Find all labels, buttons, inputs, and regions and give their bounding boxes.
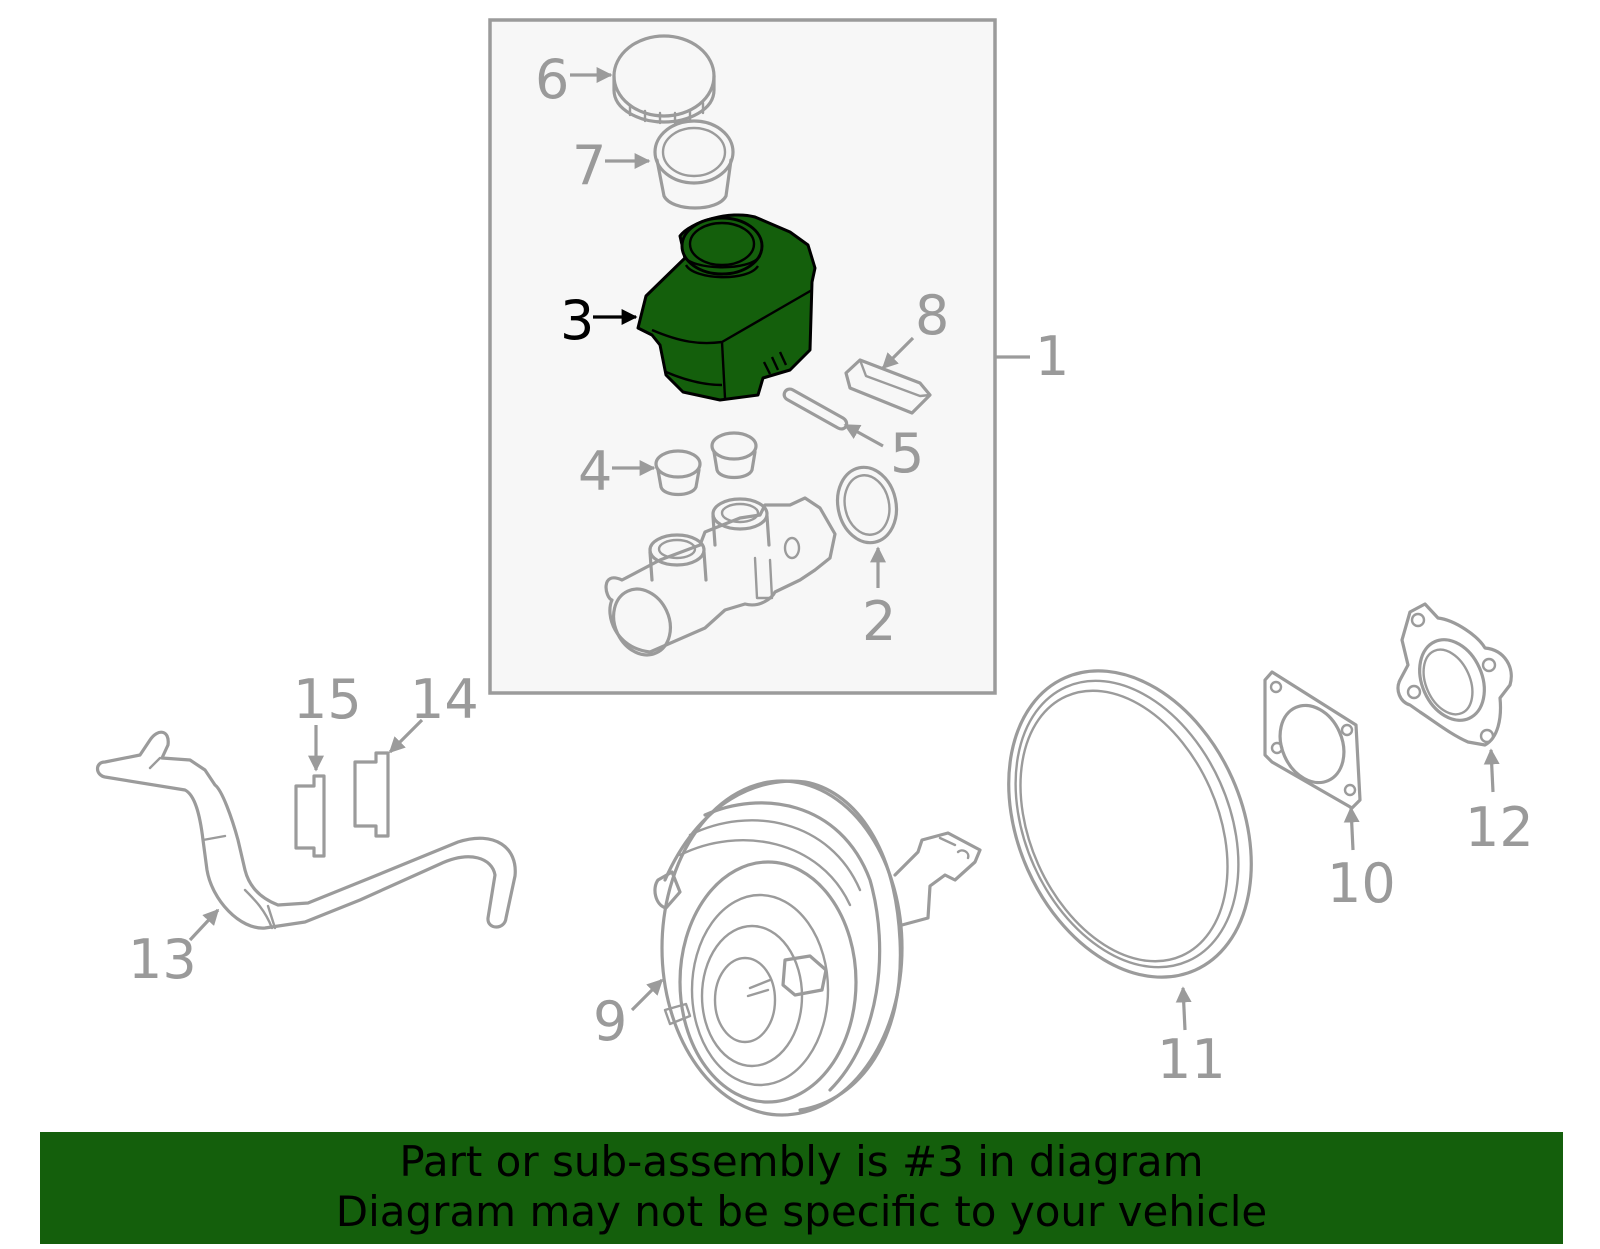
part-11-booster-gasket[interactable] bbox=[963, 632, 1298, 1015]
part-label-1: 1 bbox=[1035, 325, 1069, 388]
label-11-arrow bbox=[1175, 986, 1192, 1031]
part-label-5: 5 bbox=[890, 422, 924, 485]
part-15-clip[interactable] bbox=[294, 774, 326, 858]
part-3-brake-fluid-reservoir[interactable] bbox=[636, 213, 817, 402]
part-12-spacer[interactable] bbox=[1396, 602, 1513, 747]
part-label-9: 9 bbox=[593, 990, 627, 1053]
label-8-arrow bbox=[881, 336, 915, 370]
part-label-6: 6 bbox=[535, 48, 569, 111]
part-label-14: 14 bbox=[410, 668, 479, 731]
part-6-reservoir-cap[interactable] bbox=[612, 34, 716, 125]
label-13-arrow bbox=[188, 908, 220, 942]
part-4-grommet[interactable] bbox=[654, 431, 758, 497]
banner-line-disclaimer: Diagram may not be specific to your vehi… bbox=[335, 1187, 1268, 1236]
part-label-2: 2 bbox=[862, 590, 896, 653]
part-9-brake-booster[interactable] bbox=[653, 779, 982, 1117]
part-label-12: 12 bbox=[1465, 796, 1534, 859]
part-5-pin[interactable] bbox=[782, 387, 849, 431]
part-label-11: 11 bbox=[1157, 1028, 1226, 1091]
part-2-o-ring[interactable] bbox=[831, 462, 904, 548]
part-label-10: 10 bbox=[1327, 852, 1396, 915]
part-label-7: 7 bbox=[572, 134, 606, 197]
label-9-arrow bbox=[630, 978, 664, 1012]
label-10-arrow bbox=[1343, 806, 1360, 851]
label-14-arrow bbox=[388, 718, 424, 754]
master-cylinder-body[interactable] bbox=[603, 496, 837, 664]
part-14-clip[interactable] bbox=[353, 751, 390, 838]
label-12-arrow bbox=[1483, 748, 1500, 793]
part-label-3: 3 bbox=[560, 289, 594, 352]
part-10-plate-gasket[interactable] bbox=[1263, 670, 1362, 810]
label-5-arrow bbox=[843, 423, 884, 448]
part-label-15: 15 bbox=[293, 668, 362, 731]
part-13-vacuum-hose[interactable] bbox=[95, 730, 517, 930]
info-banner: Part or sub-assembly is #3 in diagram Di… bbox=[40, 1132, 1563, 1244]
part-label-8: 8 bbox=[915, 284, 949, 347]
banner-line-part: Part or sub-assembly is #3 in diagram bbox=[399, 1137, 1204, 1186]
part-label-4: 4 bbox=[578, 440, 612, 503]
part-8-seal[interactable] bbox=[844, 358, 932, 415]
part-label-13: 13 bbox=[128, 928, 197, 991]
part-7-filter-screen[interactable] bbox=[653, 119, 735, 210]
